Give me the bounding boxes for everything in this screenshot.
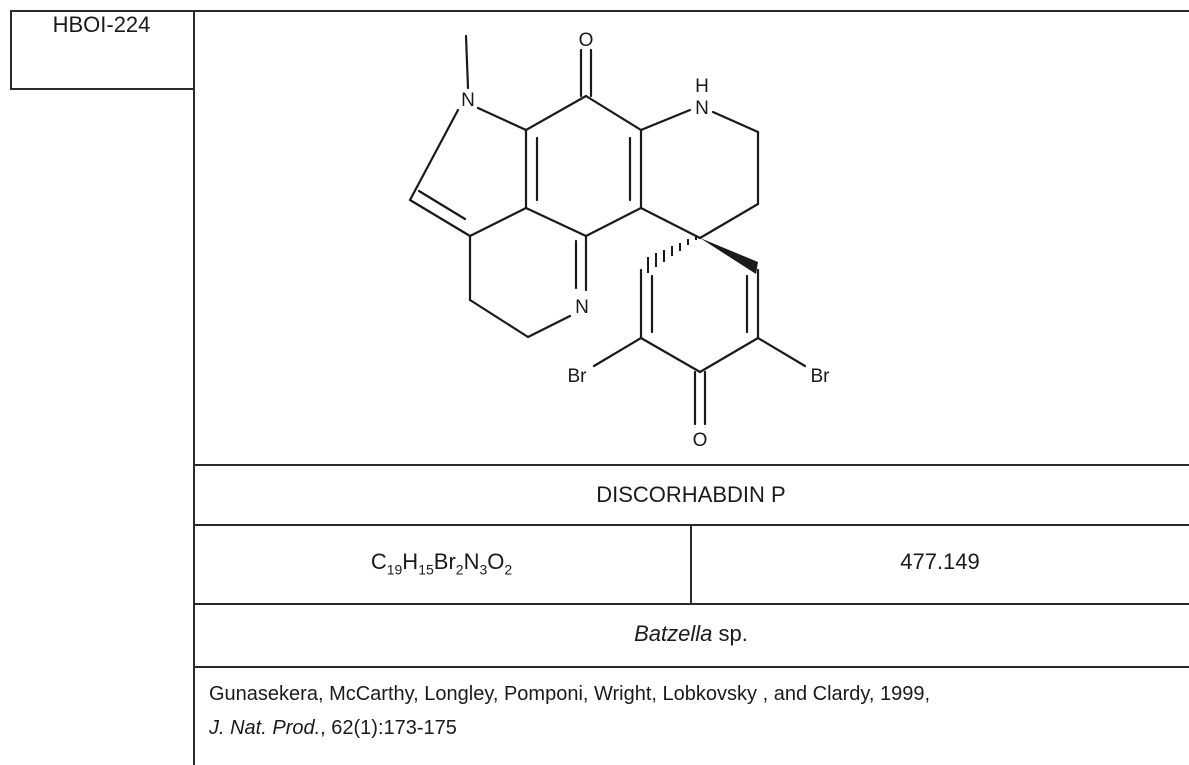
molecular-weight: 477.149 (900, 549, 980, 574)
source-organism: Batzella sp. (193, 621, 1189, 647)
formula-element-c: C (370, 549, 387, 574)
formula-element-n: N (463, 549, 480, 574)
main-column-left-border (193, 10, 195, 765)
compound-id: HBOI-224 (52, 12, 151, 37)
source-suffix: sp. (712, 621, 748, 646)
reference-volume-pages: , 62(1):173-175 (320, 717, 457, 739)
formula-count-o: 2 (504, 561, 513, 578)
formula-row-bottom-border (193, 603, 1189, 605)
formula-count-n: 3 (479, 561, 488, 578)
id-cell-left-border (10, 10, 12, 89)
chemical-structure: N O H N N Br Br O (193, 10, 1189, 464)
id-cell-bottom-border (10, 88, 193, 90)
formula-count-c: 19 (386, 561, 403, 578)
reference-authors: Gunasekera, McCarthy, Longley, Pomponi, … (209, 683, 931, 705)
atom-label-oxygen-top: O (579, 30, 594, 51)
atom-label-bromine-left: Br (568, 366, 588, 387)
formula-element-o: O (487, 549, 505, 574)
molecular-formula: C19H15Br2N3O2 (193, 549, 690, 578)
compound-name: DISCORHABDIN P (596, 482, 786, 507)
formula-count-br: 2 (455, 561, 464, 578)
reference-journal: J. Nat. Prod. (209, 717, 321, 739)
source-genus: Batzella (634, 621, 713, 646)
formula-weight-divider (690, 525, 692, 603)
atom-label-nh-nitrogen: N (695, 98, 709, 119)
formula-element-br: Br (433, 549, 456, 574)
source-row-bottom-border (193, 666, 1189, 668)
atom-label-imine-nitrogen: N (575, 297, 589, 318)
reference-citation: J. Nat. Prod., 62(1):173-175 (209, 712, 457, 744)
atom-label-hydrogen: H (695, 76, 709, 97)
formula-element-h: H (402, 549, 419, 574)
formula-count-h: 15 (418, 561, 434, 578)
top-border (10, 10, 1189, 12)
atom-label-n-methyl: N (461, 90, 475, 111)
atom-label-bromine-right: Br (811, 366, 831, 387)
atom-label-oxygen-bottom: O (693, 430, 708, 451)
structure-row-bottom-border (193, 464, 1189, 466)
